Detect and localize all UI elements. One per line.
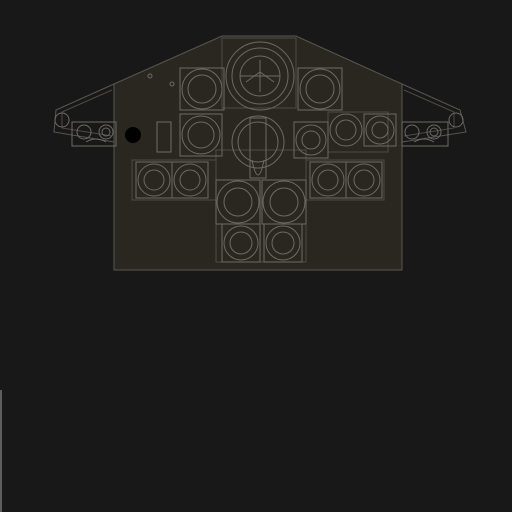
gauge-icon [293, 121, 329, 159]
gauge-icon [179, 67, 225, 111]
screw-icon [147, 73, 153, 79]
left-bolt-icon [54, 112, 70, 128]
left-wing-inner [61, 89, 113, 137]
panel-body [113, 35, 403, 271]
gauge-icon [297, 67, 343, 111]
gauge-icon [231, 115, 285, 179]
right-bolt-icon [448, 112, 464, 128]
screw-icon [169, 81, 175, 87]
edge-line [0, 390, 2, 512]
left-black-knob[interactable] [125, 127, 141, 143]
left-toggle-switch[interactable] [156, 121, 172, 153]
top-center-plate [221, 37, 297, 109]
gauge-icon [329, 113, 363, 147]
gauge-icon [309, 161, 347, 199]
gauge-icon [179, 113, 223, 157]
gauge-icon [345, 161, 383, 199]
gauge-icon [221, 223, 261, 263]
right-wing-inner [403, 89, 455, 137]
gauge-icon [263, 223, 303, 263]
right-switch-cluster [401, 121, 449, 147]
attitude-indicator-icon [225, 41, 295, 111]
left-switch-cluster [71, 121, 117, 147]
gauge-icon [171, 161, 209, 199]
gauge-icon [363, 113, 397, 147]
